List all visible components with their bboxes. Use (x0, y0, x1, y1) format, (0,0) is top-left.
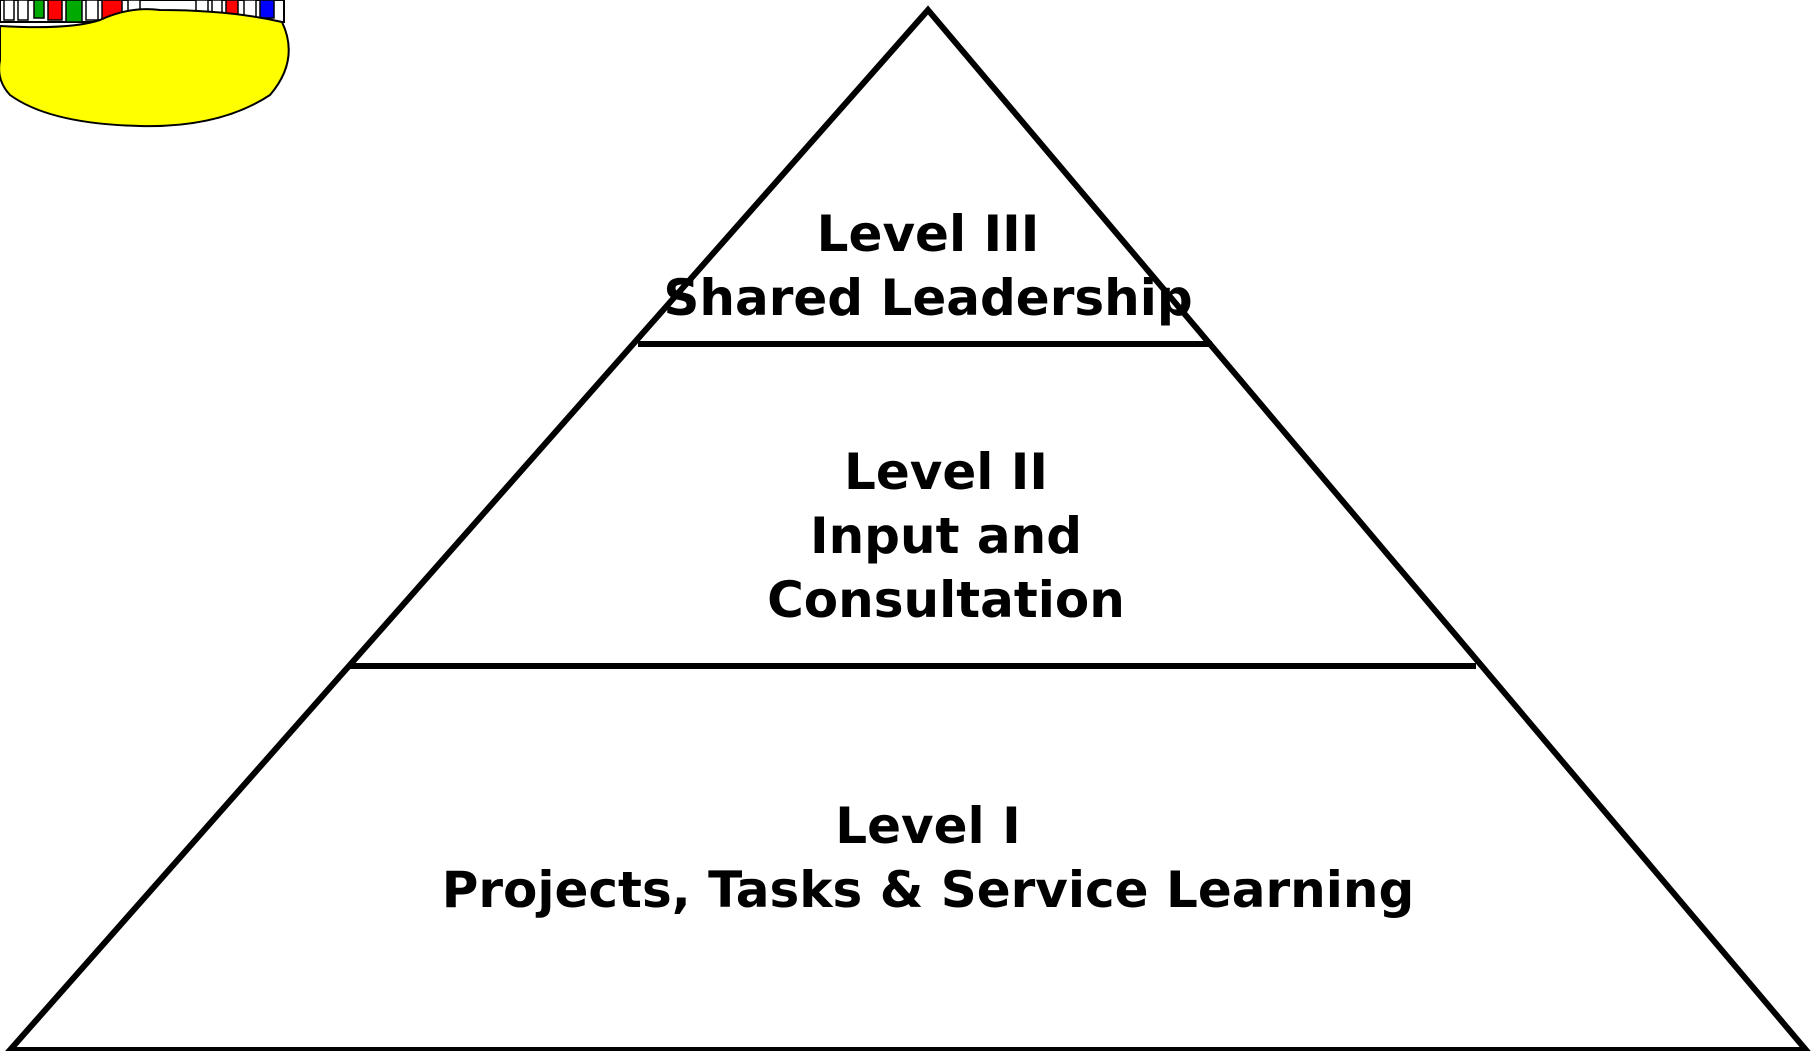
level-2-name: Level II (843, 443, 1049, 501)
level-3-description: Shared Leadership (663, 269, 1193, 327)
level-2-description-line-2: Consultation (767, 571, 1125, 629)
level-2-block: Level II Input and Consultation (646, 440, 1246, 632)
level-1-name: Level I (835, 797, 1021, 855)
level-2-description-line-1: Input and (809, 507, 1083, 565)
level-1-block: Level I Projects, Tasks & Service Learni… (408, 794, 1448, 922)
level-3-name: Level III (816, 205, 1040, 263)
pyramid-outline (5, 5, 1811, 1051)
level-3-block: Level III Shared Leadership (628, 202, 1228, 330)
logo-icon (0, 0, 290, 128)
level-1-description: Projects, Tasks & Service Learning (441, 861, 1415, 919)
